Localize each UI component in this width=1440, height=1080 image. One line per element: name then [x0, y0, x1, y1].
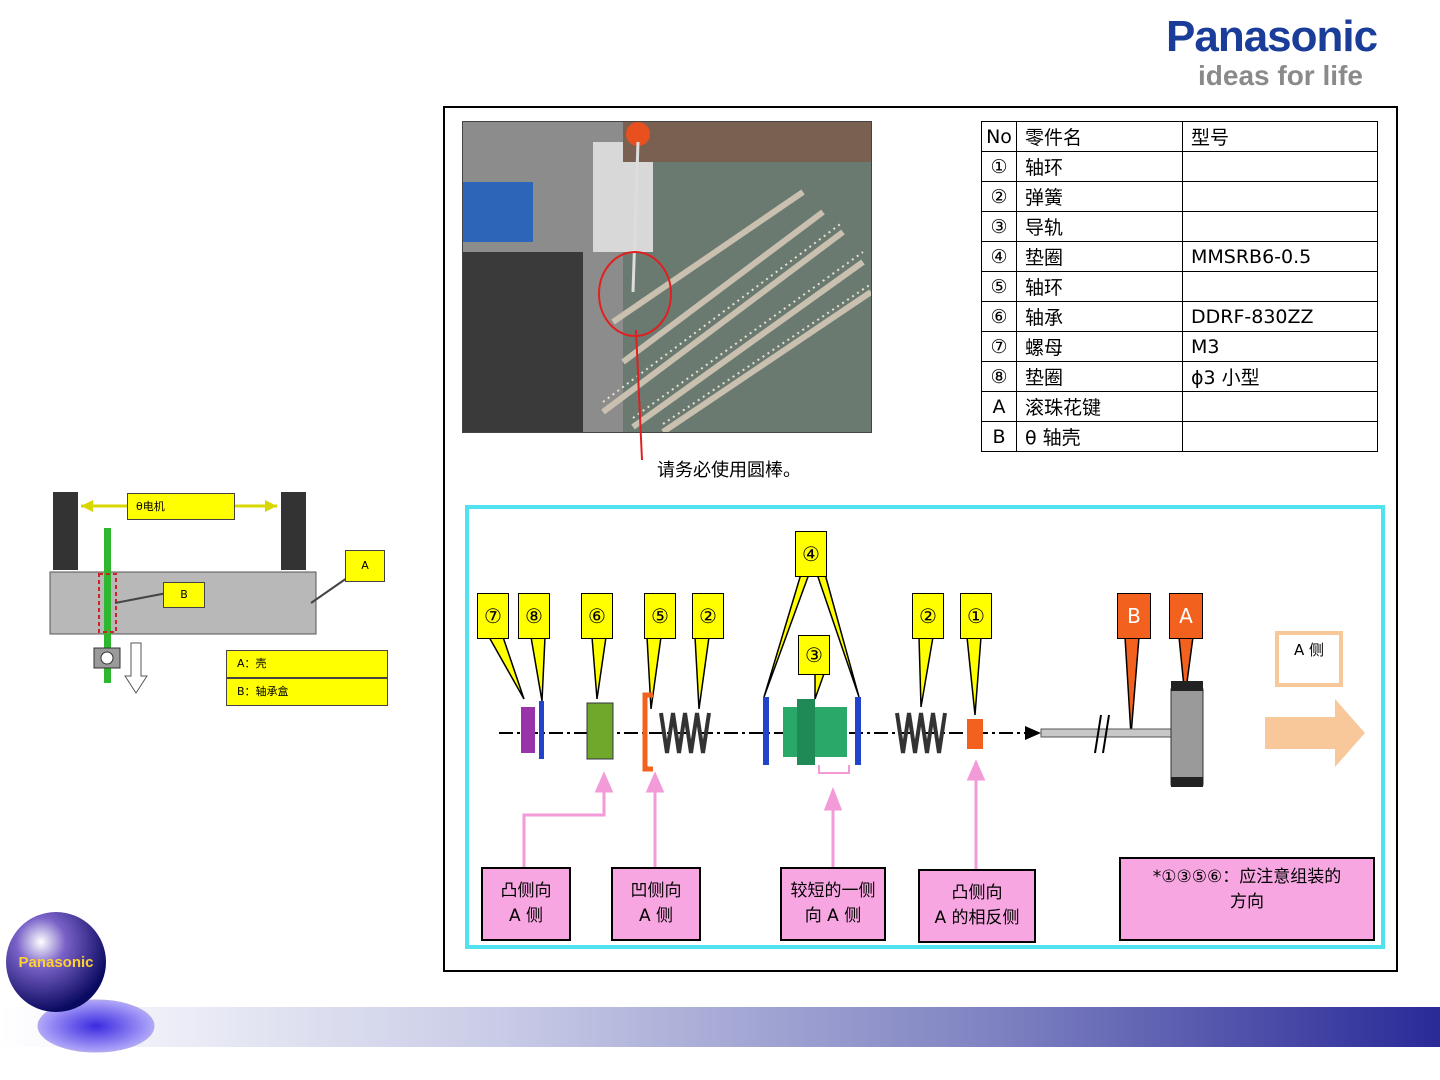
note-concave-a-side: 凹侧向 A 侧	[611, 867, 701, 941]
cell-name: 轴承	[1017, 302, 1183, 332]
theta-motor-schematic: θ电机 A B A：壳 B：轴承盒	[45, 488, 390, 713]
cell-model	[1183, 272, 1378, 302]
footer-gradient-bar	[0, 1007, 1440, 1047]
cell-no: B	[982, 422, 1017, 452]
motor-label: θ电机	[127, 493, 235, 520]
callout-8: ⑧	[518, 593, 550, 639]
globe-brand-label: Panasonic	[6, 954, 106, 971]
cell-model	[1183, 422, 1378, 452]
callout-2-right: ②	[912, 593, 944, 639]
slogan: ideas for life	[1198, 60, 1363, 92]
note-line: 凹侧向	[613, 879, 699, 904]
header-name: 零件名	[1017, 122, 1183, 152]
table-header-row: No 零件名 型号	[982, 122, 1378, 152]
header-no: No	[982, 122, 1017, 152]
cell-model: MMSRB6-0.5	[1183, 242, 1378, 272]
note-convex-a-side: 凸侧向 A 侧	[481, 867, 571, 941]
cell-name: 轴环	[1017, 272, 1183, 302]
cell-name: 垫圈	[1017, 242, 1183, 272]
cell-name: 弹簧	[1017, 182, 1183, 212]
cell-no: ①	[982, 152, 1017, 182]
cell-model: ϕ3 小型	[1183, 362, 1378, 392]
cell-no: ⑦	[982, 332, 1017, 362]
cell-name: 导轨	[1017, 212, 1183, 242]
callout-5: ⑤	[644, 593, 676, 639]
callout-6: ⑥	[581, 593, 613, 639]
note-line: 方向	[1121, 890, 1373, 915]
photo-drawing	[463, 122, 871, 432]
cell-name: 滚珠花键	[1017, 392, 1183, 422]
a-side-label: A 侧	[1275, 631, 1343, 687]
cell-no: A	[982, 392, 1017, 422]
note-shorter-side: 较短的一侧 向 A 侧	[780, 867, 886, 941]
globe-icon	[4, 910, 160, 1060]
cell-model: M3	[1183, 332, 1378, 362]
callout-3: ③	[798, 635, 830, 675]
callout-a: A	[1169, 593, 1203, 639]
cell-no: ③	[982, 212, 1017, 242]
cell-name: θ 轴壳	[1017, 422, 1183, 452]
legend-a: A：壳	[226, 650, 388, 678]
callout-b: B	[1117, 593, 1151, 639]
note-line: A 的相反侧	[920, 906, 1034, 931]
note-convex-opposite: 凸侧向 A 的相反侧	[918, 869, 1036, 943]
cell-model	[1183, 152, 1378, 182]
assembly-photo	[462, 121, 872, 433]
note-assembly-direction: *①③⑤⑥：应注意组装的 方向	[1119, 857, 1375, 941]
callout-a-small: A	[345, 550, 385, 582]
header-model: 型号	[1183, 122, 1378, 152]
note-line: 向 A 侧	[782, 904, 884, 929]
globe-logo: Panasonic	[4, 910, 160, 1060]
cell-model	[1183, 392, 1378, 422]
photo-pointer-line	[630, 330, 650, 465]
cell-model	[1183, 182, 1378, 212]
callout-1: ①	[960, 593, 992, 639]
panasonic-logo: Panasonic	[1166, 12, 1377, 62]
cell-no: ④	[982, 242, 1017, 272]
note-line: A 侧	[613, 904, 699, 929]
callout-7: ⑦	[477, 593, 509, 639]
callout-b-small: B	[163, 582, 205, 608]
cell-model: DDRF-830ZZ	[1183, 302, 1378, 332]
legend-b: B：轴承盒	[226, 678, 388, 706]
callout-4: ④	[795, 531, 827, 577]
note-line: 凸侧向	[483, 879, 569, 904]
photo-caption: 请务必使用圆棒。	[657, 456, 801, 482]
note-line: 凸侧向	[920, 881, 1034, 906]
cell-no: ⑧	[982, 362, 1017, 392]
note-line: A 侧	[483, 904, 569, 929]
cell-no: ⑥	[982, 302, 1017, 332]
callout-2-left: ②	[692, 593, 724, 639]
cell-name: 轴环	[1017, 152, 1183, 182]
assembly-diagram: ⑦ ⑧ ⑥ ⑤ ② ④ ③ ② ① B A A 侧 凸侧向 A 侧 凹侧向 A …	[465, 505, 1385, 949]
cell-no: ②	[982, 182, 1017, 212]
note-line: 较短的一侧	[782, 879, 884, 904]
cell-name: 螺母	[1017, 332, 1183, 362]
cell-name: 垫圈	[1017, 362, 1183, 392]
note-line: *①③⑤⑥：应注意组装的	[1121, 865, 1373, 890]
cell-model	[1183, 212, 1378, 242]
cell-no: ⑤	[982, 272, 1017, 302]
